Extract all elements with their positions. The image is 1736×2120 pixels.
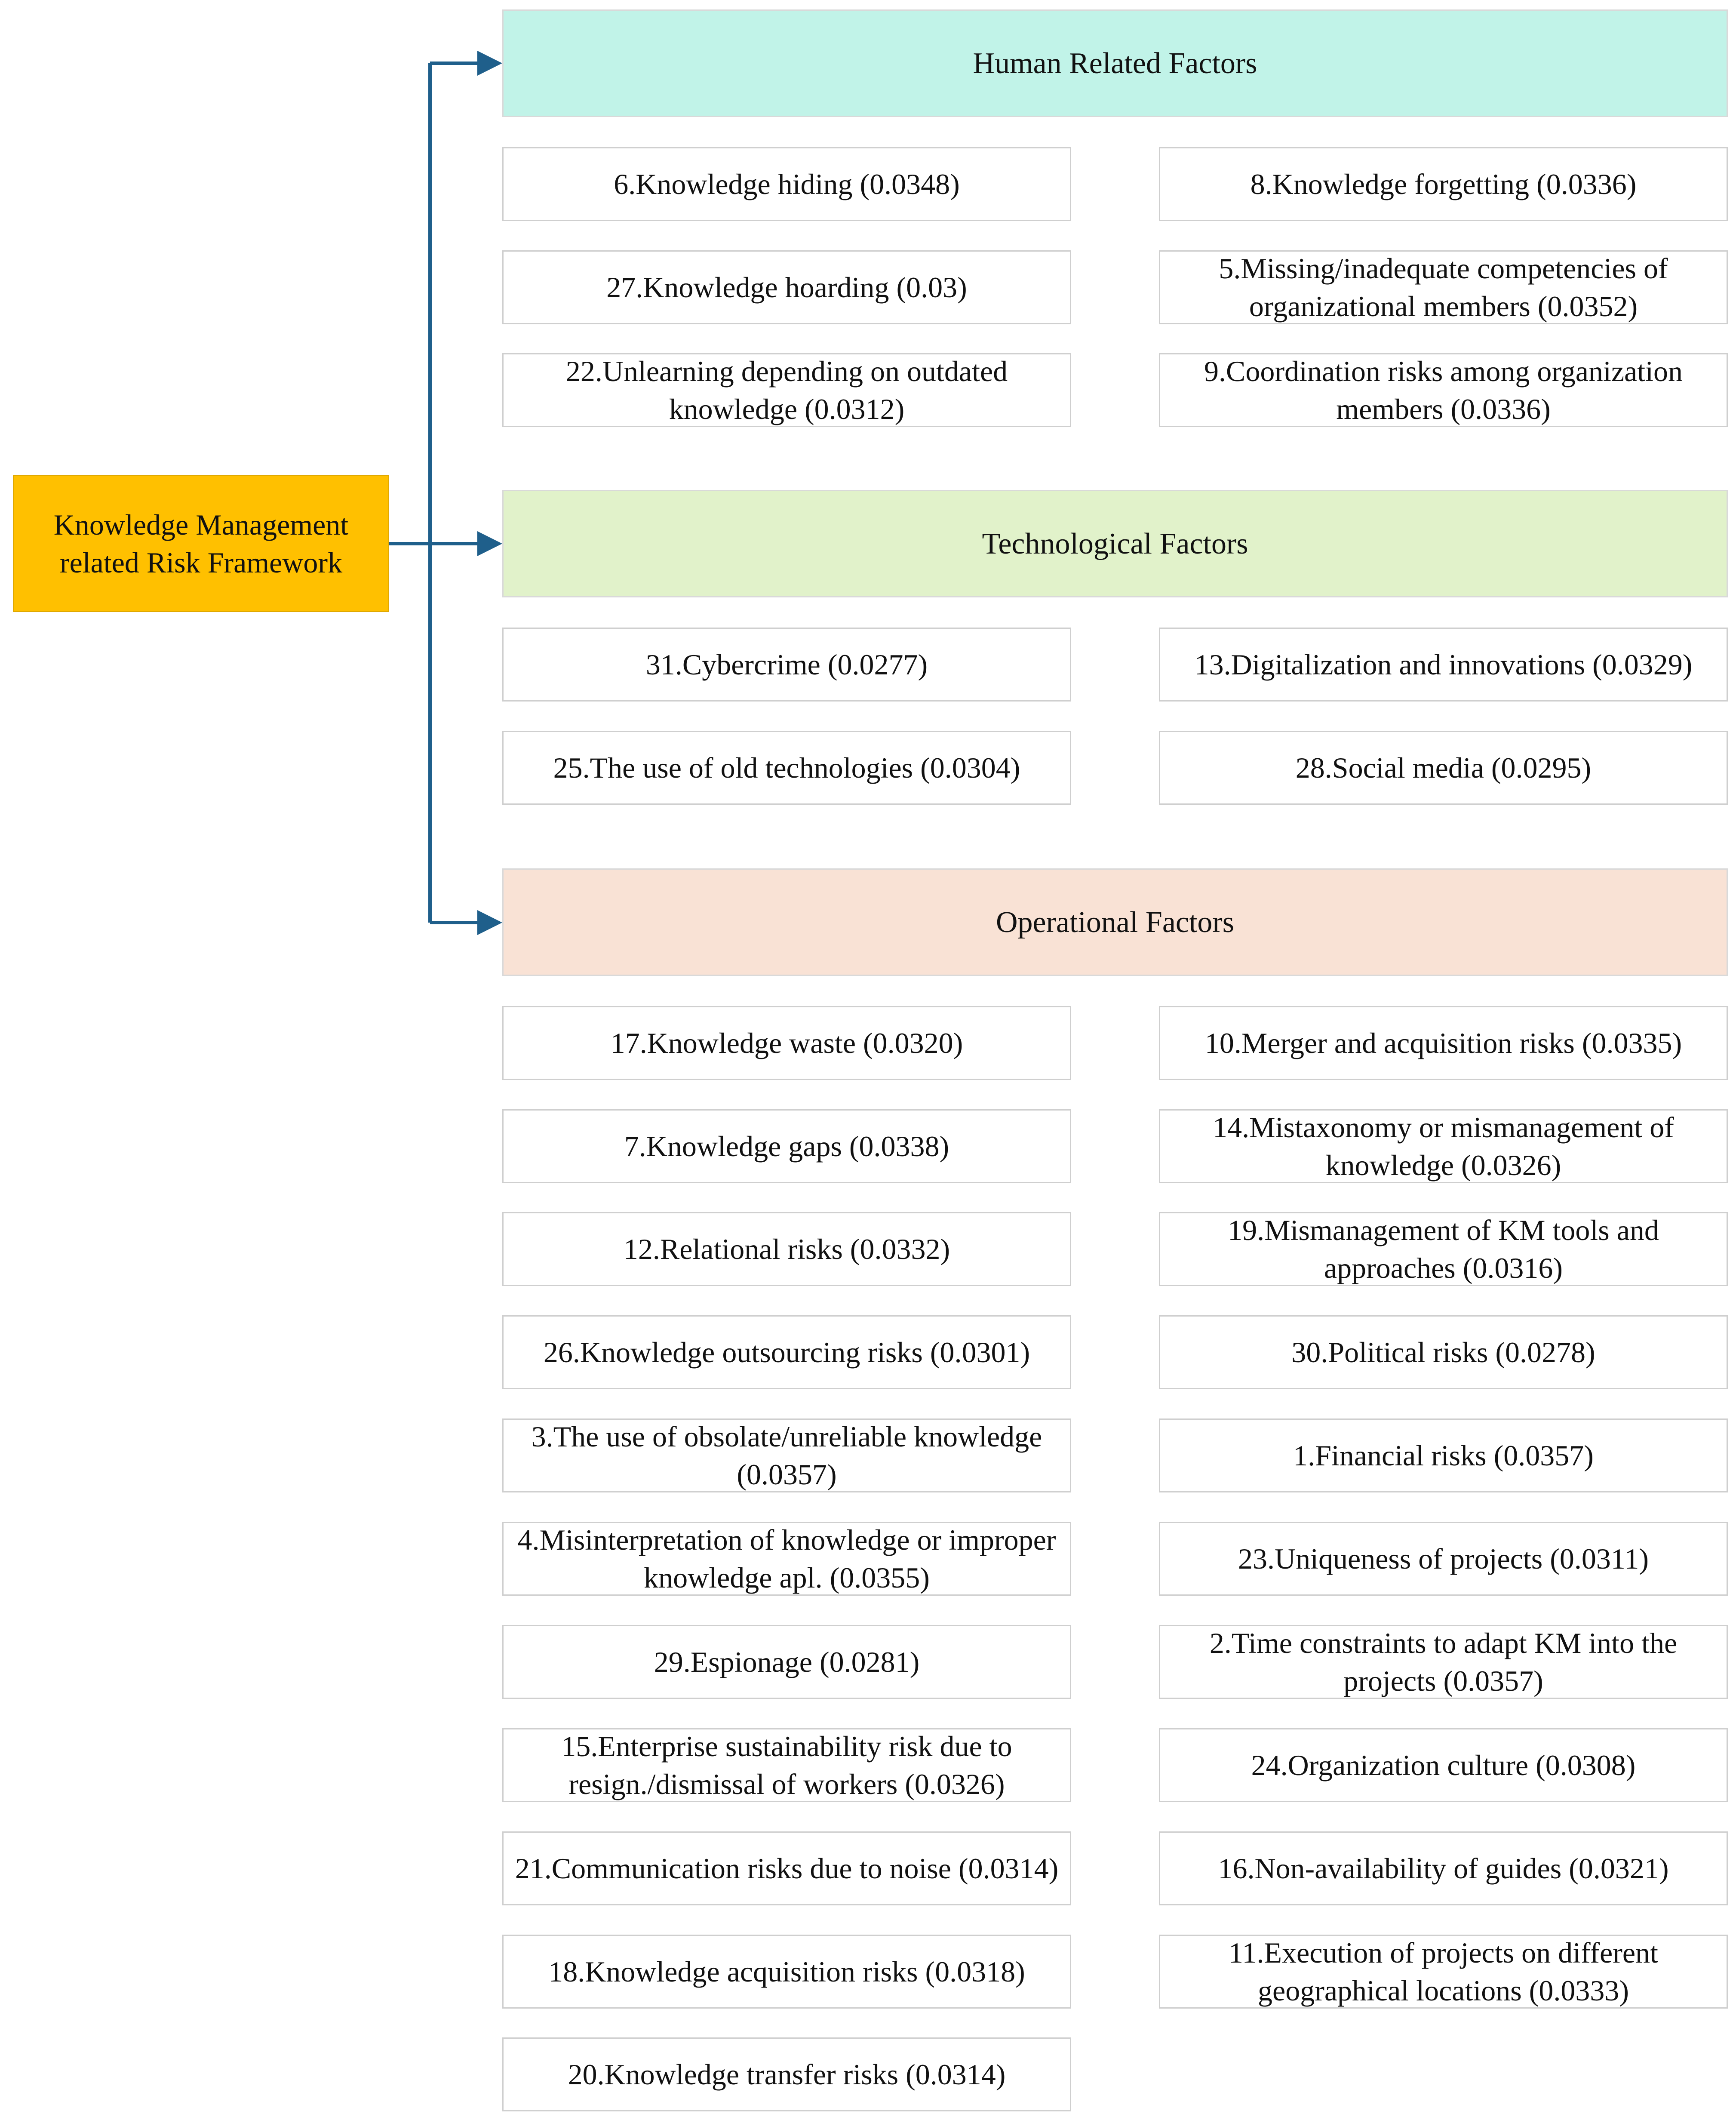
factor-box: 26.Knowledge outsourcing risks (0.0301): [502, 1315, 1071, 1389]
factor-box: 14.Mistaxonomy or mismanagement of knowl…: [1159, 1109, 1728, 1183]
factor-label: 17.Knowledge waste (0.0320): [610, 1026, 963, 1059]
factor-label: 6.Knowledge hiding (0.0348): [614, 167, 960, 200]
factor-label: 24.Organization culture (0.0308): [1251, 1748, 1636, 1782]
factor-box: 20.Knowledge transfer risks (0.0314): [502, 2037, 1071, 2111]
category-human: Human Related Factors: [502, 9, 1728, 117]
factor-box: 6.Knowledge hiding (0.0348): [502, 147, 1071, 221]
factor-label: 19.Mismanagement of KM tools and approac…: [1228, 1213, 1659, 1284]
factor-box: 7.Knowledge gaps (0.0338): [502, 1109, 1071, 1183]
category-human-label: Human Related Factors: [973, 46, 1257, 80]
factor-label: 29.Espionage (0.0281): [654, 1645, 920, 1678]
factor-label: 9.Coordination risks among organization …: [1204, 354, 1683, 425]
factor-label: 25.The use of old technologies (0.0304): [553, 751, 1020, 784]
factor-box: 13.Digitalization and innovations (0.032…: [1159, 628, 1728, 702]
factor-label: 14.Mistaxonomy or mismanagement of knowl…: [1213, 1111, 1674, 1182]
factor-label: 23.Uniqueness of projects (0.0311): [1238, 1542, 1649, 1575]
factor-box: 3.The use of obsolate/unreliable knowled…: [502, 1418, 1071, 1492]
factor-box: 22.Unlearning depending on outdated know…: [502, 353, 1071, 427]
factor-label: 1.Financial risks (0.0357): [1293, 1439, 1594, 1472]
category-operational-label: Operational Factors: [996, 905, 1234, 939]
factor-label: 4.Misinterpretation of knowledge or impr…: [517, 1523, 1056, 1594]
factor-label: 10.Merger and acquisition risks (0.0335): [1204, 1026, 1682, 1059]
arrow-operational-head: [477, 910, 502, 935]
factor-box: 28.Social media (0.0295): [1159, 731, 1728, 805]
factor-label: 11.Execution of projects on different ge…: [1229, 1936, 1658, 2007]
factor-box: 23.Uniqueness of projects (0.0311): [1159, 1522, 1728, 1596]
root-label: Knowledge Management related Risk Framew…: [53, 508, 349, 579]
factor-label: 28.Social media (0.0295): [1295, 751, 1592, 784]
factor-box: 24.Organization culture (0.0308): [1159, 1728, 1728, 1802]
factor-box: 2.Time constraints to adapt KM into the …: [1159, 1625, 1728, 1699]
factor-label: 12.Relational risks (0.0332): [623, 1232, 950, 1265]
arrow-human-head: [477, 51, 502, 76]
factor-box: 18.Knowledge acquisition risks (0.0318): [502, 1935, 1071, 2009]
factor-label: 2.Time constraints to adapt KM into the …: [1209, 1626, 1678, 1697]
factor-label: 21.Communication risks due to noise (0.0…: [515, 1852, 1059, 1885]
arrow-technological-head: [477, 531, 502, 556]
factor-box: 19.Mismanagement of KM tools and approac…: [1159, 1212, 1728, 1286]
factor-box: 10.Merger and acquisition risks (0.0335): [1159, 1006, 1728, 1080]
factor-label: 30.Political risks (0.0278): [1291, 1335, 1595, 1369]
factor-box: 16.Non-availability of guides (0.0321): [1159, 1831, 1728, 1905]
category-operational: Operational Factors: [502, 868, 1728, 976]
factor-box: 27.Knowledge hoarding (0.03): [502, 250, 1071, 324]
factor-label: 31.Cybercrime (0.0277): [645, 648, 928, 681]
factor-box: 15.Enterprise sustainability risk due to…: [502, 1728, 1071, 1802]
factor-box: 31.Cybercrime (0.0277): [502, 628, 1071, 702]
factor-box: 9.Coordination risks among organization …: [1159, 353, 1728, 427]
factor-label: 13.Digitalization and innovations (0.032…: [1194, 648, 1693, 681]
root-node: Knowledge Management related Risk Framew…: [13, 475, 389, 612]
factor-label: 5.Missing/inadequate competencies of org…: [1219, 252, 1668, 323]
factor-box: 4.Misinterpretation of knowledge or impr…: [502, 1522, 1071, 1596]
factor-label: 7.Knowledge gaps (0.0338): [624, 1129, 949, 1163]
factor-label: 18.Knowledge acquisition risks (0.0318): [548, 1955, 1025, 1988]
factor-label: 20.Knowledge transfer risks (0.0314): [568, 2058, 1006, 2091]
factor-label: 16.Non-availability of guides (0.0321): [1218, 1852, 1669, 1885]
factor-label: 22.Unlearning depending on outdated know…: [565, 354, 1008, 425]
factor-box: 30.Political risks (0.0278): [1159, 1315, 1728, 1389]
factor-box: 21.Communication risks due to noise (0.0…: [502, 1831, 1071, 1905]
factor-box: 11.Execution of projects on different ge…: [1159, 1935, 1728, 2009]
category-technological-label: Technological Factors: [982, 527, 1248, 560]
factor-box: 12.Relational risks (0.0332): [502, 1212, 1071, 1286]
category-technological: Technological Factors: [502, 490, 1728, 597]
factor-box: 5.Missing/inadequate competencies of org…: [1159, 250, 1728, 324]
factor-label: 8.Knowledge forgetting (0.0336): [1250, 167, 1637, 200]
factor-box: 25.The use of old technologies (0.0304): [502, 731, 1071, 805]
factor-box: 29.Espionage (0.0281): [502, 1625, 1071, 1699]
factor-label: 26.Knowledge outsourcing risks (0.0301): [543, 1335, 1030, 1369]
factor-box: 8.Knowledge forgetting (0.0336): [1159, 147, 1728, 221]
factor-label: 27.Knowledge hoarding (0.03): [606, 271, 967, 304]
factor-box: 17.Knowledge waste (0.0320): [502, 1006, 1071, 1080]
factor-box: 1.Financial risks (0.0357): [1159, 1418, 1728, 1492]
factor-label: 15.Enterprise sustainability risk due to…: [561, 1729, 1012, 1800]
factor-label: 3.The use of obsolate/unreliable knowled…: [531, 1420, 1042, 1491]
